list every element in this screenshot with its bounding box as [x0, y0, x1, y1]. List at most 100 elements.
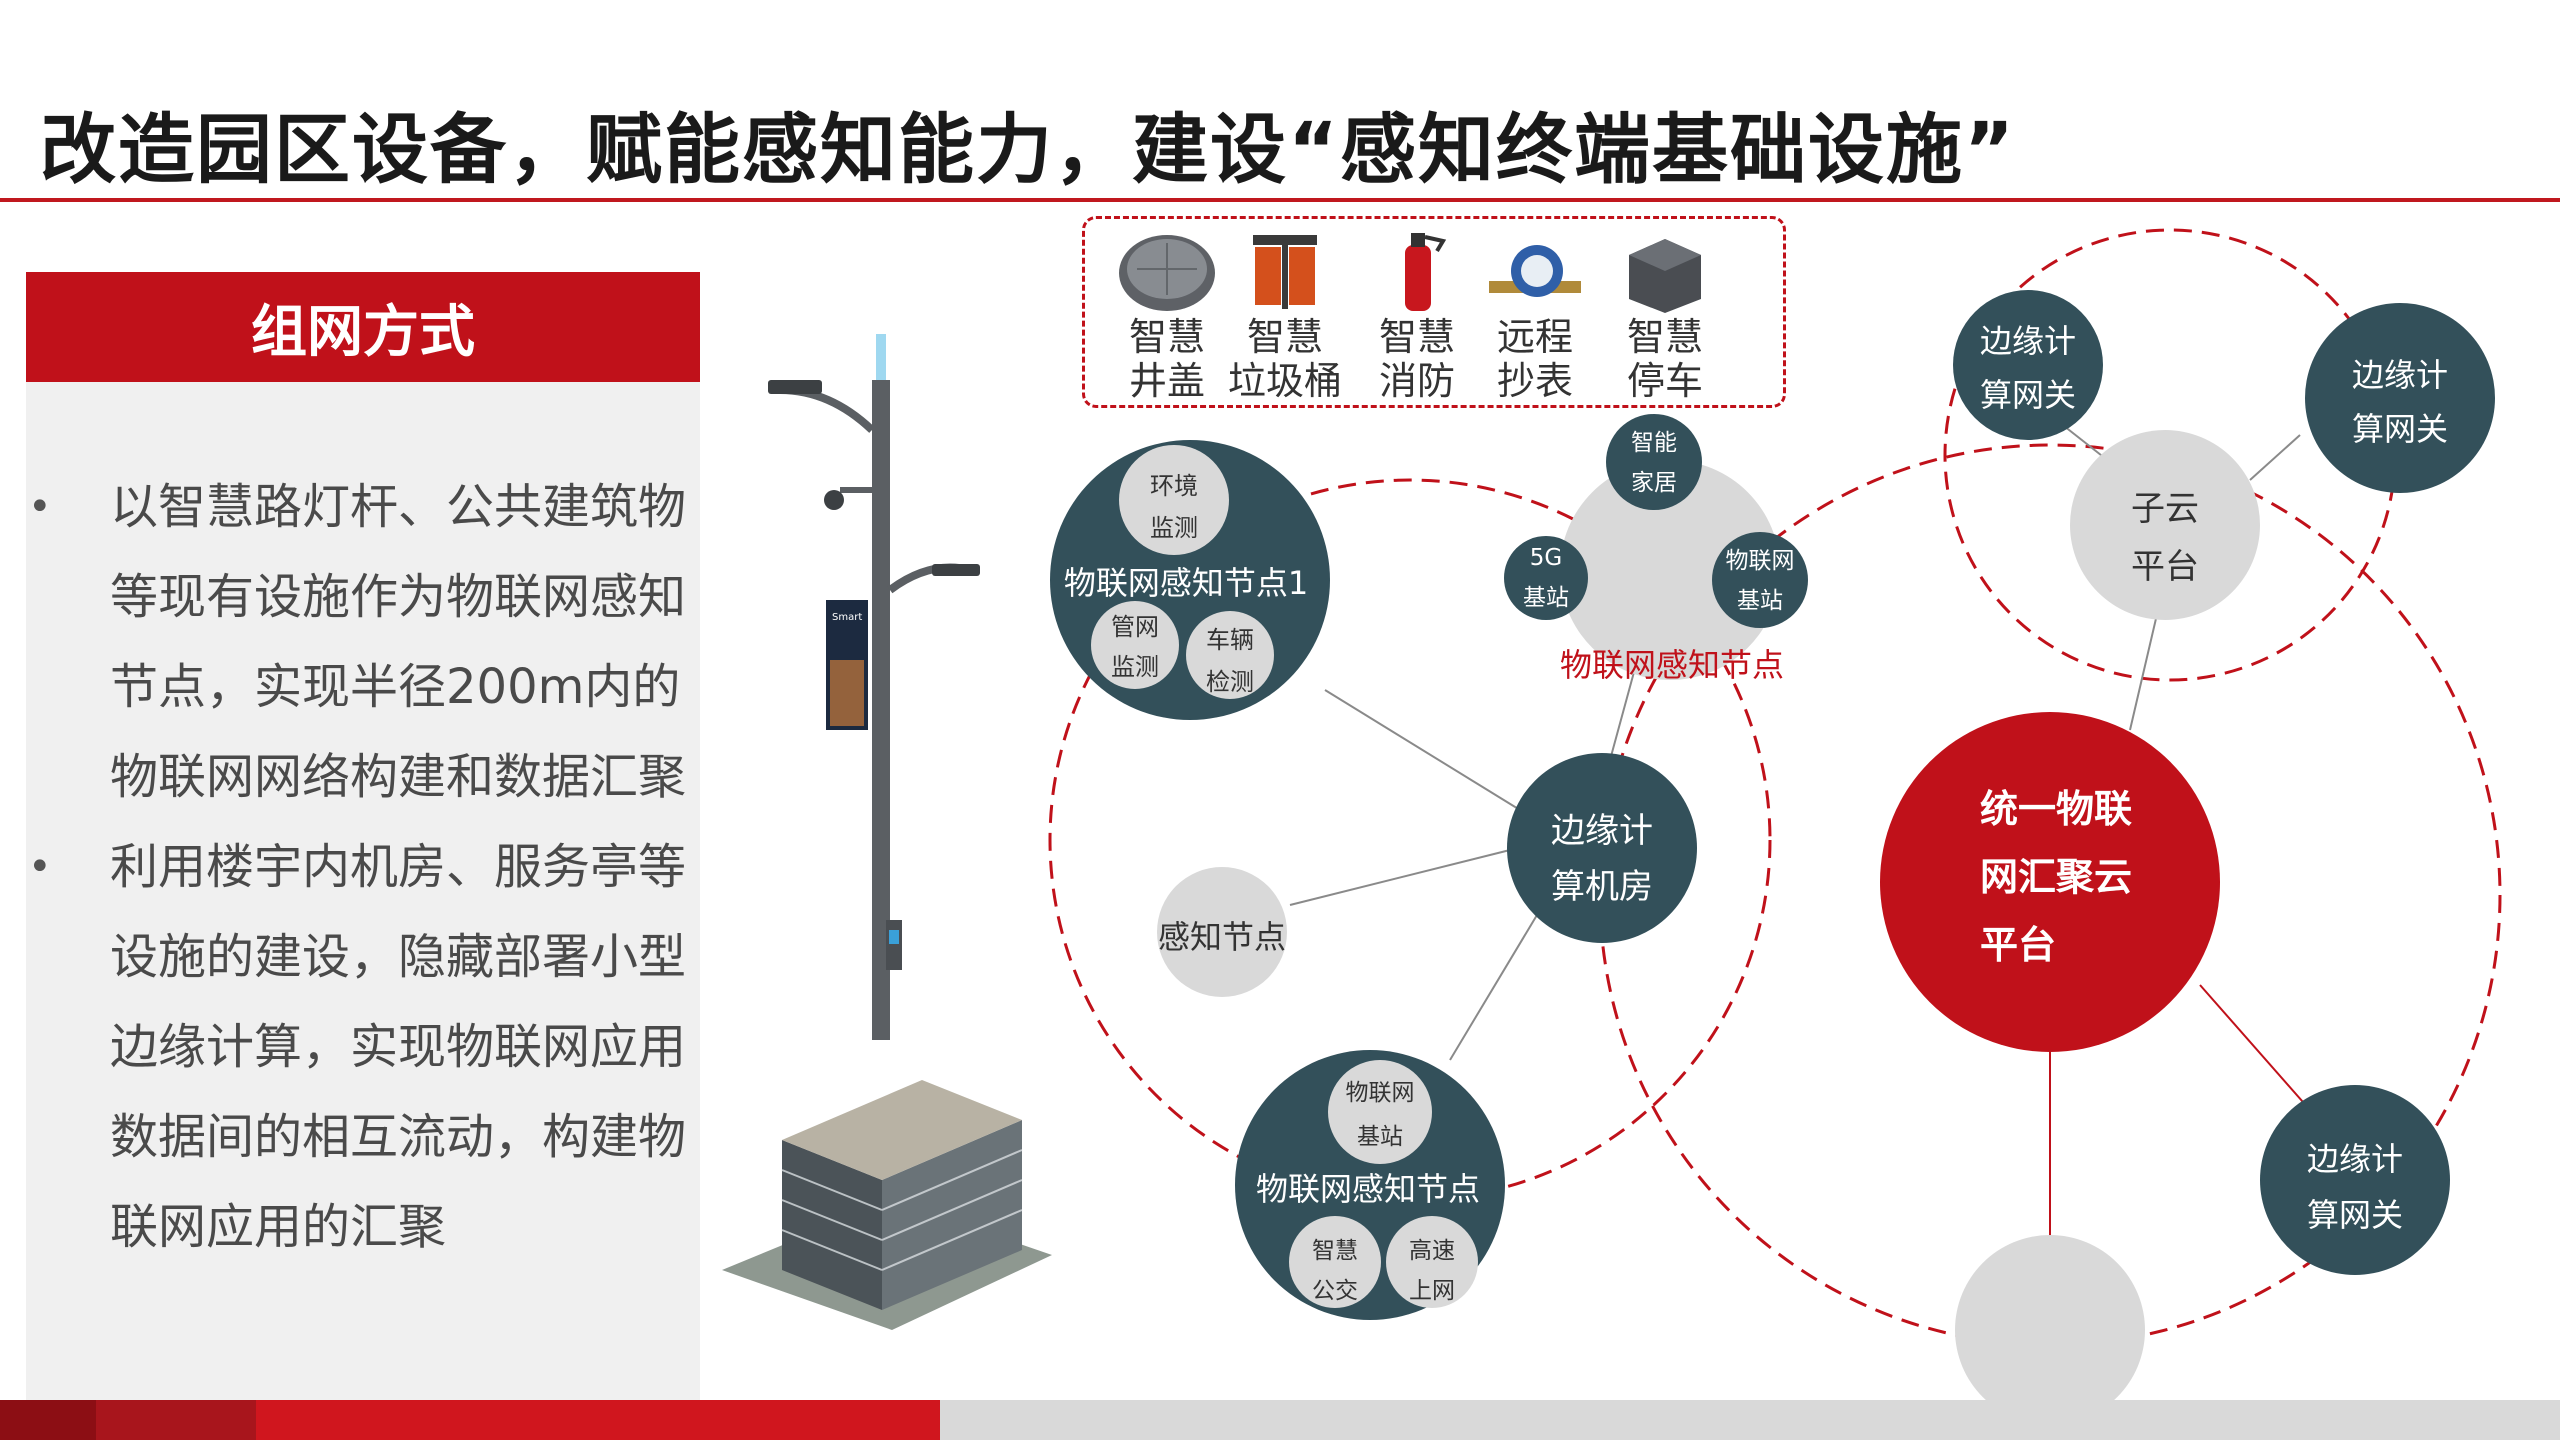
bullet-text: 以智慧路灯杆、公共建筑物等现有设施作为物联网感知节点，实现半径200m内的物联网… — [110, 479, 687, 805]
edge-room-line: 边缘计 — [1551, 811, 1653, 851]
device-label: 消防 — [1378, 359, 1455, 403]
bottom-bar-gray — [940, 1400, 2560, 1440]
lamp-head-top — [768, 380, 822, 394]
bottom-bar — [0, 1400, 2560, 1440]
coverage-circle-right — [1598, 443, 2502, 1347]
cloud-line: 平台 — [1980, 923, 2056, 967]
bottom-bar-dark — [0, 1400, 96, 1440]
device-fire: 智慧 消防 — [1357, 225, 1477, 405]
device-label: 停车 — [1626, 359, 1703, 403]
fire-extinguisher-icon — [1367, 225, 1467, 315]
node-bottom-sub-line: 上网 — [1409, 1278, 1455, 1304]
node1-sub-line: 监测 — [1150, 514, 1198, 542]
node-top-sub-line: 智能 — [1631, 430, 1677, 456]
device-trash: 智慧 垃圾桶 — [1225, 225, 1345, 405]
lamp-head-right — [932, 564, 980, 576]
edge-gateway-3: 边缘计 算网关 — [2260, 1085, 2450, 1275]
device-label: 智慧 — [1246, 315, 1323, 359]
smart-pole-image: Smart — [768, 334, 980, 1040]
cloud-line: 统一物联 — [1980, 787, 2132, 831]
sensing-node-1: 环境 监测 物联网感知节点1 管网 监测 车辆 检测 — [1050, 440, 1330, 720]
gateway-line: 算网关 — [2352, 410, 2448, 448]
camera-icon — [824, 490, 844, 510]
pole-screen-text: Smart — [832, 612, 862, 623]
bullet-dot: • — [28, 844, 52, 890]
bottom-bar-mid — [96, 1400, 256, 1440]
device-label: 智慧 — [1128, 315, 1205, 359]
sub-cloud-line: 平台 — [2131, 547, 2199, 587]
building-image — [722, 1080, 1052, 1330]
node-bottom-sub-line: 物联网 — [1346, 1080, 1415, 1106]
sensing-node-bottom: 物联网 基站 物联网感知节点 智慧 公交 高速 上网 — [1235, 1050, 1505, 1320]
node-top-sub-line: 物联网 — [1726, 548, 1795, 574]
title-divider — [0, 198, 2560, 202]
bullet-item: • 以智慧路灯杆、公共建筑物等现有设施作为物联网感知节点，实现半径200m内的物… — [26, 462, 700, 822]
cloud-line: 网汇聚云 — [1980, 855, 2132, 899]
device-parking: 智慧 停车 — [1605, 225, 1725, 405]
coverage-circle-top-right — [1943, 228, 2397, 682]
pole-screen-glow — [830, 660, 864, 726]
node-bottom-sub-line: 智慧 — [1312, 1238, 1358, 1264]
pole-light-bar — [876, 334, 886, 394]
device-label: 智慧 — [1626, 315, 1703, 359]
building-left-face — [782, 1140, 882, 1310]
building-right-face — [882, 1120, 1022, 1310]
node-bottom-sub-line: 高速 — [1409, 1238, 1455, 1264]
node1-label: 物联网感知节点1 — [1064, 564, 1308, 602]
node-bottom-sub-line: 公交 — [1312, 1278, 1358, 1304]
node-top-sub-line: 家居 — [1631, 470, 1677, 496]
device-label: 抄表 — [1496, 359, 1573, 403]
node-bottom-sub-line: 基站 — [1357, 1124, 1403, 1150]
bottom-bar-red — [256, 1400, 940, 1440]
node-top-sub-line: 基站 — [1523, 585, 1569, 611]
node1-sub-line: 监测 — [1111, 653, 1159, 681]
node1-sub-line: 车辆 — [1206, 626, 1254, 654]
device-label: 垃圾桶 — [1227, 359, 1342, 403]
sub-cloud-line: 子云 — [2131, 489, 2199, 529]
device-label: 井盖 — [1128, 359, 1205, 403]
pole-arm-top — [779, 386, 875, 433]
building-windows — [781, 1149, 1023, 1271]
node-top-sub-line: 基站 — [1737, 588, 1783, 614]
unified-cloud-platform: 统一物联 网汇聚云 平台 — [1880, 712, 2220, 1052]
node1-sub-line: 检测 — [1206, 668, 1254, 696]
edge-room-line: 算机房 — [1551, 867, 1653, 907]
panel-body: • 以智慧路灯杆、公共建筑物等现有设施作为物联网感知节点，实现半径200m内的物… — [26, 382, 700, 1400]
device-label: 智慧 — [1378, 315, 1455, 359]
pole-shaft — [872, 380, 890, 1040]
trash-bin-icon — [1235, 225, 1335, 315]
edge-gateway-2: 边缘计 算网关 — [2305, 303, 2495, 493]
sense-node-label: 感知节点 — [1158, 918, 1286, 956]
bottom-node — [1955, 1235, 2145, 1425]
manhole-cover-icon — [1117, 225, 1217, 315]
page-title: 改造园区设备，赋能感知能力，建设“感知终端基础设施” — [40, 105, 2016, 194]
bullet-text: 利用楼宇内机房、服务亭等设施的建设，隐藏部署小型边缘计算，实现物联网应用数据间的… — [110, 839, 687, 1255]
bullet-item: • 利用楼宇内机房、服务亭等设施的建设，隐藏部署小型边缘计算，实现物联网应用数据… — [26, 822, 700, 1272]
water-meter-icon — [1485, 225, 1585, 315]
gateway-line: 边缘计 — [2352, 356, 2448, 394]
bullet-list: • 以智慧路灯杆、公共建筑物等现有设施作为物联网感知节点，实现半径200m内的物… — [26, 462, 700, 1272]
sensing-node-top: 智能 家居 5G 基站 物联网 基站 物联网感知节点 — [1504, 414, 1808, 684]
sub-cloud-platform: 子云 平台 — [2070, 430, 2260, 620]
edge-computing-room: 边缘计 算机房 — [1507, 753, 1697, 943]
sense-node: 感知节点 — [1157, 867, 1287, 997]
gateway-line: 边缘计 — [2307, 1140, 2403, 1178]
node1-sub-line: 管网 — [1111, 613, 1159, 641]
coverage-circle-left — [1048, 478, 1772, 1202]
node1-sub-line: 环境 — [1150, 472, 1198, 500]
panel-heading: 组网方式 — [26, 272, 700, 382]
gateway-line: 算网关 — [2307, 1196, 2403, 1234]
device-label: 远程 — [1496, 315, 1573, 359]
pole-charger — [886, 920, 902, 970]
pole-charger-led — [889, 930, 899, 944]
connector-lines — [1289, 414, 2301, 1061]
device-manhole: 智慧 井盖 — [1107, 225, 1227, 405]
parking-sensor-icon — [1615, 225, 1715, 315]
device-meter: 远程 抄表 — [1475, 225, 1595, 405]
node-top-sub-line: 5G — [1530, 545, 1562, 571]
node-top-label: 物联网感知节点 — [1560, 646, 1784, 684]
edge-gateway-1: 边缘计 算网关 — [1953, 290, 2103, 440]
devices-box: 智慧 井盖 智慧 垃圾桶 智慧 消防 — [1082, 216, 1786, 408]
connector-lines-red — [2049, 984, 2311, 1250]
bullet-dot: • — [28, 484, 52, 530]
